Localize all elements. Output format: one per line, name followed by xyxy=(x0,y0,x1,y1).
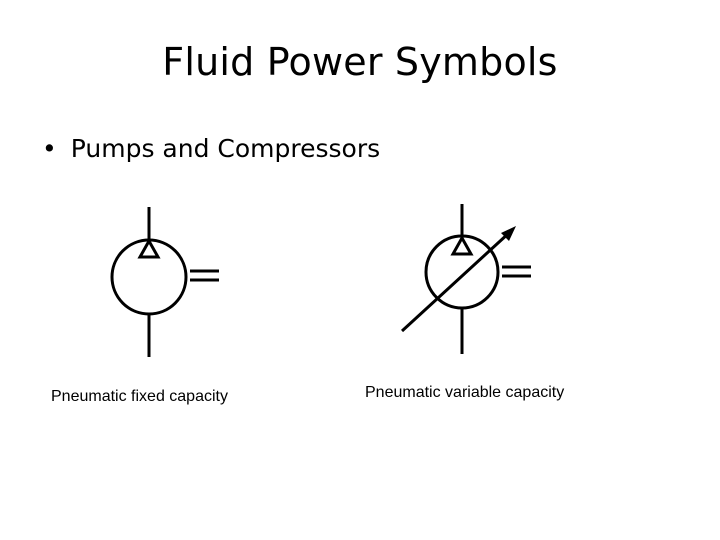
bullet-item: • Pumps and Compressors xyxy=(42,134,380,163)
slide-title: Fluid Power Symbols xyxy=(162,40,558,84)
caption-fixed-capacity: Pneumatic fixed capacity xyxy=(51,388,228,405)
flow-direction-triangle xyxy=(450,234,474,256)
pneumatic-fixed-pump-icon xyxy=(110,207,219,357)
bullet-text: Pumps and Compressors xyxy=(70,134,381,163)
caption-variable-capacity: Pneumatic variable capacity xyxy=(365,384,565,401)
variable-arrow-head xyxy=(501,226,516,241)
pneumatic-variable-pump-icon xyxy=(400,204,531,354)
flow-direction-triangle xyxy=(137,237,161,259)
variable-arrow-line xyxy=(400,230,512,333)
bullet-marker: • xyxy=(42,134,57,163)
